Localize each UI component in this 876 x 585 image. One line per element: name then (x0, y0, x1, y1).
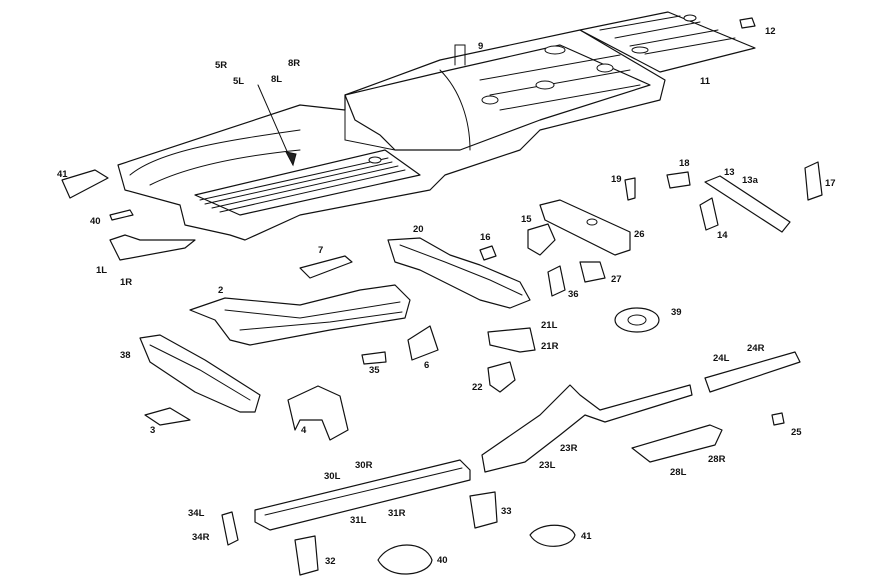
label-8R: 8R (288, 58, 301, 69)
label-27: 27 (611, 274, 622, 285)
label-18: 18 (679, 158, 690, 169)
label-6: 6 (424, 360, 430, 371)
part-20-crossmember (387, 237, 531, 309)
part-12-bracket (739, 17, 756, 29)
label-34L: 34L (188, 508, 205, 519)
label-26: 26 (634, 229, 645, 240)
label-31R: 31R (388, 508, 406, 519)
part-34-bracket (221, 511, 239, 546)
label-9: 9 (478, 41, 484, 52)
label-1R: 1R (120, 277, 133, 288)
part-15-bracket (527, 223, 556, 256)
label-4: 4 (301, 425, 307, 436)
pointer-arrow (257, 84, 294, 166)
part-1-bracket (109, 234, 196, 261)
label-32: 32 (325, 556, 336, 567)
label-35: 35 (369, 365, 380, 376)
label-5R: 5R (215, 60, 228, 71)
part-28-panel (631, 424, 723, 463)
part-6-plate (407, 325, 439, 361)
part-17-bracket (804, 161, 823, 201)
part-26-crossmember (539, 199, 631, 256)
label-3: 3 (150, 425, 156, 436)
part-30-sill (254, 459, 471, 531)
label-13: 13 (724, 167, 735, 178)
label-8L: 8L (271, 74, 283, 85)
label-28L: 28L (670, 467, 687, 478)
label-13a: 13a (742, 175, 758, 186)
part-24-rail (704, 351, 801, 393)
label-30R: 30R (355, 460, 373, 471)
part-32-bracket (294, 535, 319, 576)
part-23-frame (481, 384, 693, 473)
part-27-mount (579, 261, 606, 283)
label-22: 22 (472, 382, 483, 393)
part-4-arch (287, 385, 349, 441)
label-15: 15 (521, 214, 532, 225)
label-39: 39 (671, 307, 682, 318)
part-16-clip (479, 245, 497, 261)
label-23R: 23R (560, 443, 578, 454)
label-28R: 28R (708, 454, 726, 465)
part-11-rear-floor (579, 11, 756, 73)
label-40-top: 40 (90, 216, 101, 227)
label-40-bottom: 40 (437, 555, 448, 566)
label-36: 36 (568, 289, 579, 300)
part-2-tunnel-panel (189, 284, 411, 346)
part-14-bracket (699, 197, 719, 231)
floor-pan-assembly (117, 29, 666, 241)
part-22-mount (487, 361, 516, 393)
label-7: 7 (318, 245, 324, 256)
arrow-head (285, 151, 297, 167)
part-21-bracket (487, 327, 536, 353)
label-33: 33 (501, 506, 512, 517)
label-11: 11 (700, 76, 711, 87)
label-12: 12 (765, 26, 776, 37)
part-33-bracket (469, 491, 498, 529)
label-24R: 24R (747, 343, 765, 354)
part-41-bracket (61, 169, 109, 199)
label-17: 17 (825, 178, 836, 189)
part-3-bracket (144, 407, 191, 426)
part-13-rail (704, 175, 791, 233)
part-40-plate (109, 209, 134, 221)
label-41-top: 41 (57, 169, 68, 180)
part-38-crossmember (139, 334, 261, 413)
label-2: 2 (218, 285, 224, 296)
label-14: 14 (717, 230, 728, 241)
label-21L: 21L (541, 320, 558, 331)
label-34R: 34R (192, 532, 210, 543)
label-16: 16 (480, 232, 491, 243)
part-36-mount (547, 265, 566, 297)
label-20: 20 (413, 224, 424, 235)
label-19: 19 (611, 174, 622, 185)
part-35-clip (361, 351, 387, 365)
label-30L: 30L (324, 471, 341, 482)
label-31L: 31L (350, 515, 367, 526)
label-41-bottom: 41 (581, 531, 592, 542)
label-25: 25 (791, 427, 802, 438)
part-41-cover (529, 524, 576, 547)
label-38: 38 (120, 350, 131, 361)
part-19-bracket (624, 177, 636, 201)
label-21R: 21R (541, 341, 559, 352)
part-18-bracket (666, 171, 691, 189)
label-5L: 5L (233, 76, 245, 87)
label-1L: 1L (96, 265, 108, 276)
part-39-cup (614, 307, 660, 333)
part-40-cover (377, 544, 433, 575)
label-23L: 23L (539, 460, 556, 471)
label-24L: 24L (713, 353, 730, 364)
part-25-clip (771, 412, 785, 426)
part-7-bracket (299, 255, 353, 279)
